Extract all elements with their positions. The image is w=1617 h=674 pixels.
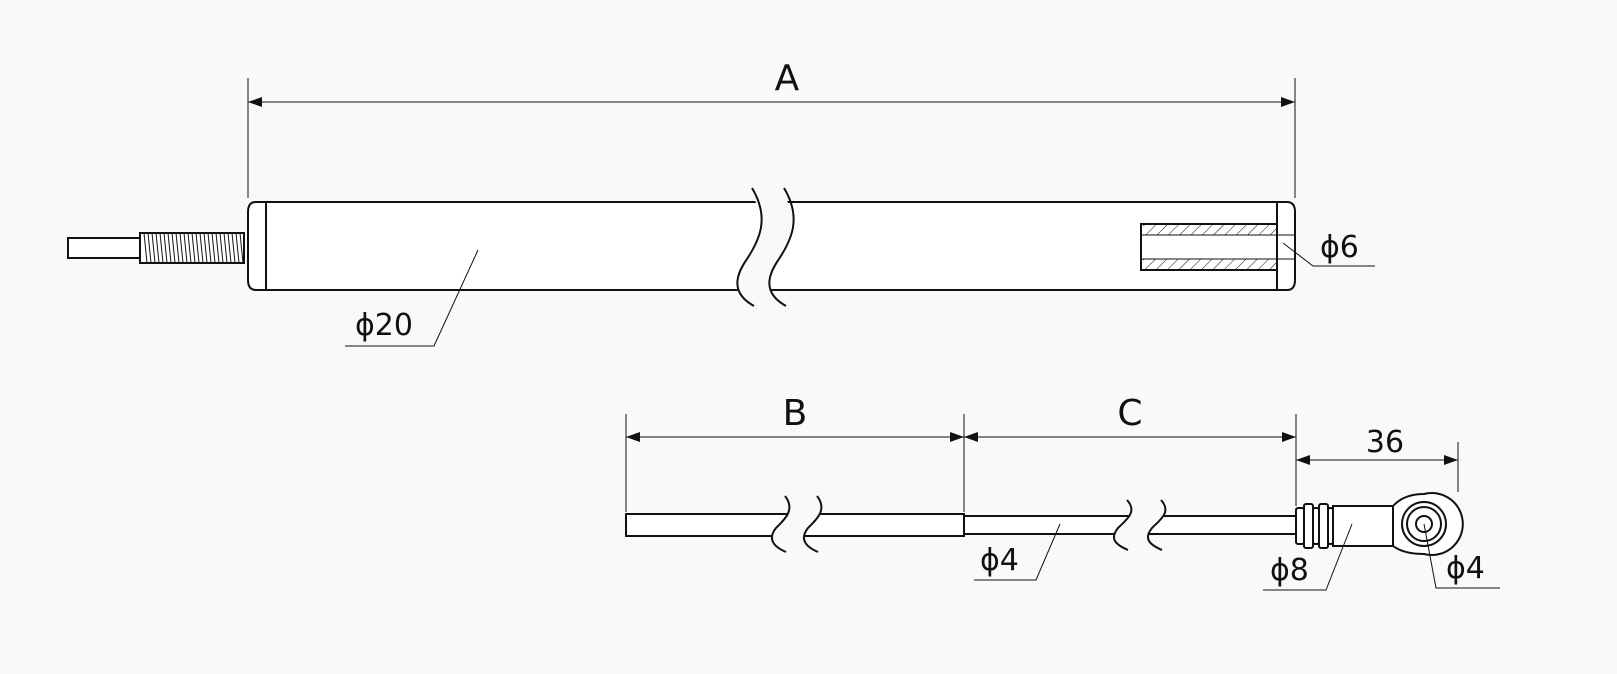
leader-cable-diameter: ϕ4	[974, 523, 1061, 581]
dimension-b: B	[625, 393, 965, 512]
main-tube-assembly: A ϕ20 ϕ6	[67, 58, 1375, 347]
dimension-a: A	[247, 58, 1296, 198]
threaded-section	[139, 232, 245, 264]
nut-fitting	[1295, 503, 1334, 549]
dimension-a-label: A	[775, 58, 800, 99]
dimension-c-label: C	[1117, 393, 1142, 434]
bore-section	[1140, 223, 1295, 271]
bore-diameter-label: ϕ6	[1320, 230, 1359, 265]
end-rod	[67, 237, 141, 259]
leader-bore-diameter: ϕ6	[1282, 230, 1375, 267]
dimension-c: C	[964, 393, 1297, 506]
leader-body-diameter: ϕ20	[345, 249, 479, 347]
dimension-b-label: B	[783, 393, 808, 434]
body-diameter-label: ϕ20	[355, 308, 413, 343]
cable-assembly: B C 36 ϕ4 ϕ8 ϕ4	[625, 393, 1500, 591]
break-gap	[737, 196, 794, 306]
eye-hole-diameter-label: ϕ4	[1446, 551, 1485, 586]
fitting-diameter-label: ϕ8	[1270, 553, 1309, 588]
dimension-eye-length: 36	[1296, 425, 1459, 492]
leader-fitting-diameter: ϕ8	[1263, 523, 1353, 591]
dimension-eye-length-label: 36	[1366, 425, 1404, 460]
cable-diameter-label: ϕ4	[980, 543, 1019, 578]
rod-end-shank	[1332, 505, 1396, 547]
rod-end-eye	[1392, 492, 1464, 556]
leader-eye-hole-diameter: ϕ4	[1423, 523, 1500, 589]
